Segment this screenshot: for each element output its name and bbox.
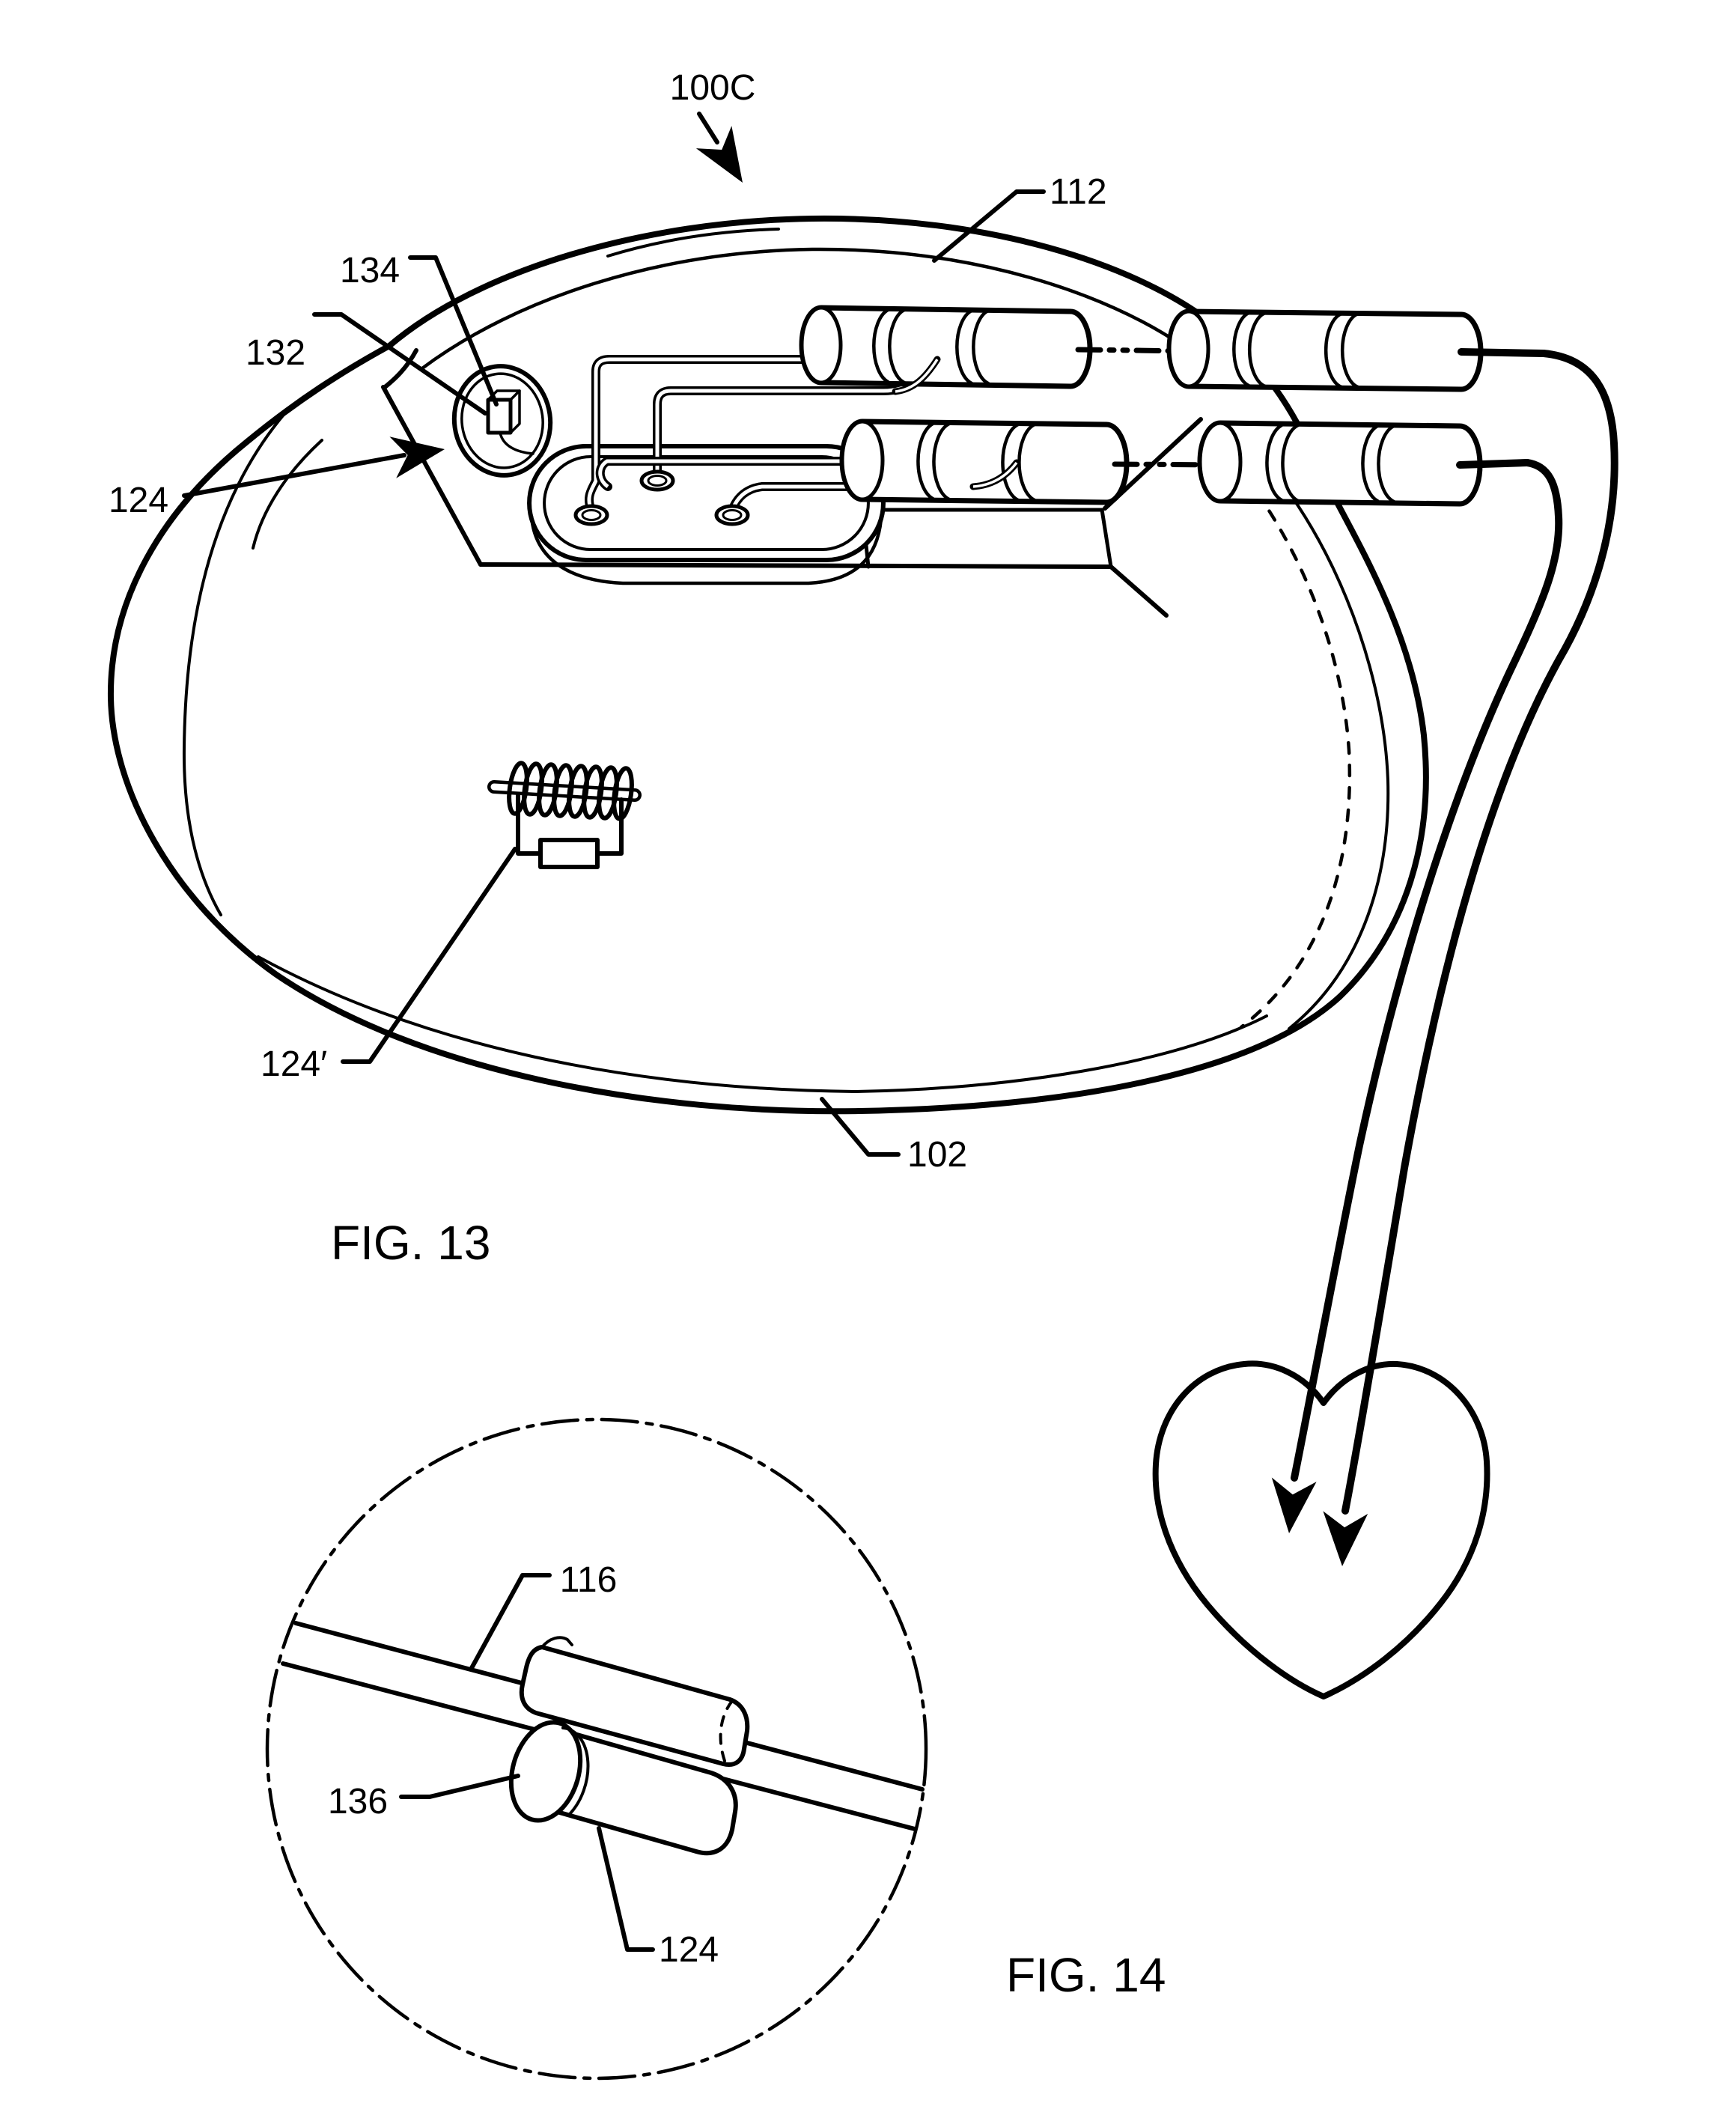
wire-c-wrap-core	[972, 461, 1018, 488]
detail-circle	[265, 1417, 928, 2081]
label-124-arrowhead	[389, 436, 445, 478]
lead-tube-2-ring-b	[1361, 424, 1396, 504]
antenna-coil-group	[487, 761, 642, 869]
heart-group	[1152, 1360, 1490, 1699]
pad-thickness-line	[529, 514, 883, 585]
coil-circuit-left-leg	[516, 793, 543, 856]
clip-end-cap	[508, 1720, 583, 1823]
sensor-wire	[499, 431, 534, 455]
header-plate-bottom-edge	[478, 562, 1113, 569]
label-100c: 100C	[670, 68, 756, 108]
lead-wire-right	[1341, 350, 1618, 1515]
header-tube-2-mouth	[840, 419, 885, 502]
header-corner-diagonal	[1109, 564, 1169, 618]
fig13-group: 100C 112 134 132 124 124′ 102 FIG. 13	[107, 68, 1618, 1699]
label-102-leader	[820, 1097, 901, 1157]
lead-right-arrowhead	[1323, 1511, 1368, 1566]
label-116-leader	[469, 1573, 552, 1670]
right-hidden-dashed-arc	[1212, 438, 1352, 1029]
header-inner-line	[420, 247, 1185, 371]
sensor-block-front	[486, 398, 513, 435]
label-124-prime-leader	[341, 847, 517, 1064]
pad-hole-1-inner	[581, 509, 602, 521]
lead-tube-1-cap	[1167, 309, 1210, 389]
port-outer-ring	[451, 364, 553, 478]
port-group	[451, 364, 553, 478]
header-tube-1-mouth	[800, 305, 843, 385]
label-102: 102	[907, 1135, 967, 1175]
label-100c-arrowhead	[695, 126, 743, 183]
fig14-labels: 116 136 124 FIG. 14	[328, 1560, 1166, 2002]
coil-circuit-right-leg	[597, 797, 624, 856]
coil-rod-core	[490, 783, 639, 799]
clip-cylinder-body	[534, 1724, 738, 1856]
pad-hole-2-inner	[647, 475, 668, 487]
lead-wire-left	[1291, 459, 1563, 1482]
label-116: 116	[560, 1560, 618, 1600]
pad-holes-group	[573, 469, 750, 526]
lead-tube-1-ring-b	[1324, 311, 1360, 389]
fig14-title: FIG. 14	[1006, 1948, 1166, 2002]
pad-hole-1	[573, 504, 609, 526]
align-dashdot-lower	[1112, 461, 1235, 468]
lead-2-pin-stub	[1456, 459, 1531, 469]
header-plate-left-edge	[381, 385, 483, 567]
label-100c-arrow-line	[697, 112, 719, 144]
label-132: 132	[246, 333, 305, 373]
clip-upper-shell	[519, 1645, 750, 1767]
port-inner-ring	[460, 372, 544, 469]
bottom-inner-line	[257, 955, 1268, 1093]
label-132-leader	[312, 312, 487, 416]
left-inner-arc	[182, 409, 289, 916]
label-136-leader	[399, 1774, 520, 1799]
label-134-leader	[408, 255, 499, 407]
clip-end-cap-rim	[561, 1726, 590, 1816]
header-can-step-line	[382, 348, 418, 390]
pad-hole-3-inner	[722, 509, 743, 521]
lead-left-arrowhead	[1271, 1477, 1317, 1533]
fig13-title: FIG. 13	[331, 1216, 490, 1270]
label-112-leader	[932, 189, 1046, 263]
lead-1-pin-stub	[1458, 348, 1547, 357]
wire-d-core	[598, 459, 855, 489]
pad-hole-3	[714, 504, 750, 526]
clip-hidden-rim-dashed	[719, 1699, 734, 1762]
coil-circuit-chip	[538, 838, 600, 869]
connector-slab-right	[1100, 508, 1113, 569]
lead-tube-2-cap	[1198, 421, 1243, 503]
clip-seam-lip	[540, 1636, 573, 1649]
wire-b-wrap-core	[895, 359, 939, 393]
label-124-leader	[182, 453, 406, 498]
header-tubes-group	[799, 305, 1130, 505]
device-housing-outline	[107, 215, 1429, 1115]
label-134: 134	[340, 251, 400, 290]
label-124-fig14-leader	[597, 1826, 655, 1952]
sensor-block-side	[509, 389, 521, 434]
header-tube-2-body	[839, 419, 1130, 505]
lead-tubes-group	[1166, 308, 1547, 507]
label-124: 124	[109, 481, 168, 520]
header-accent-arc	[606, 228, 780, 258]
left-inner-short-arc	[252, 439, 323, 550]
fig14-group: 116 136 124 FIG. 14	[265, 1417, 1166, 2081]
header-tube-1-ring-b	[955, 308, 990, 386]
fig13-labels: 100C 112 134 132 124 124′ 102 FIG. 13	[109, 68, 1107, 1270]
lead-tube-1-ring-a	[1232, 311, 1267, 389]
lead-tube-2-ring-a	[1265, 423, 1300, 503]
header-tube-1-ring-a	[872, 308, 907, 385]
wire-a-core	[587, 357, 816, 511]
right-inner-arc	[1253, 449, 1390, 1030]
label-136: 136	[328, 1782, 388, 1822]
label-124-prime: 124′	[261, 1044, 327, 1084]
pad-hole-2	[639, 469, 675, 492]
header-tube-1-body	[799, 305, 1093, 389]
header-tube-2-ring-a	[916, 422, 951, 502]
label-124-fig14: 124	[659, 1930, 719, 1970]
label-112: 112	[1050, 172, 1107, 212]
heart-outline	[1152, 1360, 1490, 1699]
coil-loops	[507, 761, 634, 821]
